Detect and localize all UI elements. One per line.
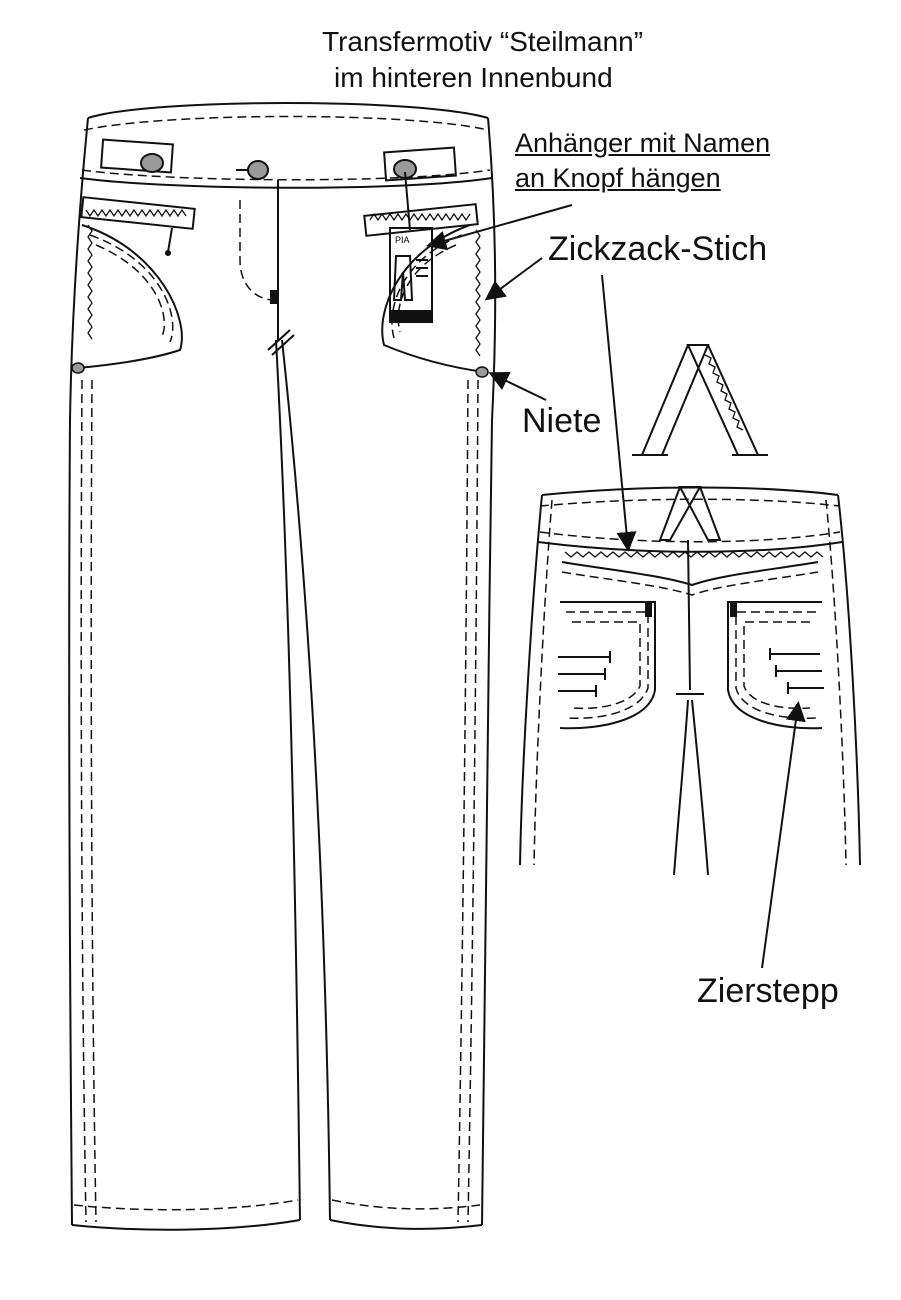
belt-loop-strip-right bbox=[686, 344, 760, 456]
back-right-inseam bbox=[691, 699, 709, 876]
front-crotch-mark-2 bbox=[271, 334, 295, 356]
hangtag-string bbox=[404, 171, 411, 231]
front-fly-bartack bbox=[270, 290, 278, 304]
back-right-pocket-bartack bbox=[730, 603, 737, 617]
zigzag-stitch-label: Zickzack-Stich bbox=[548, 230, 768, 268]
back-left-pocket-stitch-2 bbox=[571, 621, 641, 710]
back-waistband-stitch-2 bbox=[539, 531, 841, 543]
back-belt-loop bbox=[658, 486, 722, 541]
front-left-pocket-opening bbox=[77, 224, 183, 369]
title-line-1: Transfermotiv “Steilmann” bbox=[322, 26, 644, 57]
back-left-pocket bbox=[559, 601, 656, 730]
front-right-side-stitch bbox=[467, 379, 479, 1223]
front-left-hem bbox=[71, 1219, 301, 1231]
hangtag-footer-band bbox=[391, 310, 431, 321]
back-yoke-zigzag bbox=[564, 551, 824, 558]
front-left-outseam bbox=[68, 117, 89, 1226]
front-left-pocket-stitch-2 bbox=[95, 244, 166, 337]
hangtag-arrow bbox=[426, 204, 573, 251]
front-left-tab bbox=[100, 138, 174, 174]
back-waistband-top bbox=[541, 486, 839, 496]
back-left-pocket-bartack bbox=[645, 603, 652, 617]
back-left-outseam bbox=[519, 494, 543, 866]
front-left-side-stitch bbox=[80, 379, 87, 1223]
back-right-pocket-decor-stitches bbox=[769, 648, 824, 694]
back-right-outseam bbox=[837, 494, 861, 866]
back-yoke-stitch bbox=[561, 571, 819, 596]
front-right-zigzag-seam bbox=[475, 229, 481, 357]
back-view-trousers bbox=[519, 486, 861, 876]
front-right-side-stitch-2 bbox=[457, 379, 469, 1223]
front-left-pocket-stitch bbox=[89, 234, 174, 343]
front-left-hem-stitch bbox=[73, 1199, 299, 1211]
front-left-zip-pocket bbox=[80, 196, 196, 230]
back-right-pocket-stitch bbox=[735, 611, 817, 720]
back-waistband-bottom bbox=[537, 541, 843, 553]
decorative-topstitch-label: Zierstepp bbox=[697, 972, 839, 1010]
front-left-side-stitch-2 bbox=[90, 379, 97, 1223]
front-right-zip-pocket bbox=[363, 203, 479, 237]
title-line-2: im hinteren Innenbund bbox=[334, 62, 613, 93]
zigzag-arrow-back bbox=[601, 274, 637, 552]
front-waistband-top bbox=[87, 102, 489, 119]
front-left-inseam bbox=[275, 339, 301, 1221]
topstitch-arrow bbox=[761, 701, 806, 969]
front-right-zip-teeth bbox=[369, 212, 471, 222]
back-right-pocket-stitch-2 bbox=[743, 621, 811, 710]
front-right-rivet bbox=[475, 366, 489, 378]
back-center-seam bbox=[687, 539, 691, 691]
rivet-arrow bbox=[488, 371, 547, 401]
front-waistband-bottom bbox=[79, 177, 493, 189]
front-crotch-mark-1 bbox=[267, 329, 291, 351]
front-left-zip-teeth bbox=[85, 208, 187, 218]
front-right-tab bbox=[383, 146, 457, 182]
front-left-zip-pull-end bbox=[165, 250, 171, 256]
belt-loop-detail bbox=[632, 344, 768, 456]
belt-loop-zigzag bbox=[704, 354, 744, 431]
back-yoke-seam bbox=[561, 561, 819, 587]
front-left-zigzag-seam bbox=[87, 224, 93, 340]
hangtag-card bbox=[389, 227, 433, 323]
front-center-button bbox=[247, 160, 269, 180]
front-right-hem bbox=[329, 1219, 483, 1230]
back-right-pocket bbox=[727, 601, 823, 730]
zigzag-arrow-front bbox=[484, 257, 543, 301]
belt-loop-strip-left bbox=[640, 344, 710, 456]
front-left-tab-button bbox=[140, 153, 164, 173]
front-right-outseam bbox=[481, 117, 497, 1226]
back-left-pocket-stitch bbox=[565, 611, 649, 720]
back-waistband-stitch bbox=[539, 498, 841, 507]
annotation-arrows bbox=[426, 204, 806, 969]
front-left-zip-pull bbox=[167, 227, 173, 253]
front-waistband-stitch-2 bbox=[81, 169, 491, 181]
back-left-pocket-decor-stitches bbox=[558, 651, 611, 697]
front-view-trousers: PIA bbox=[68, 102, 497, 1231]
hangtag-trouser-pictogram bbox=[392, 255, 414, 301]
hangtag-note-line-2: an Knopf hängen bbox=[515, 163, 721, 193]
front-right-inseam bbox=[281, 339, 331, 1221]
rivet-label: Niete bbox=[522, 402, 602, 440]
front-waistband-stitch bbox=[83, 115, 489, 131]
hangtag-brand-text: PIA bbox=[395, 235, 410, 245]
front-right-pocket-stitch-2 bbox=[397, 244, 457, 333]
front-right-pocket-opening bbox=[381, 224, 485, 373]
front-right-hem-stitch bbox=[331, 1199, 481, 1210]
back-left-inseam bbox=[673, 699, 689, 876]
back-right-side-stitch bbox=[825, 499, 847, 866]
front-left-rivet bbox=[71, 362, 85, 374]
front-fly-stitch bbox=[239, 200, 276, 301]
hangtag-note-line-1: Anhänger mit Namen bbox=[515, 128, 771, 158]
back-left-side-stitch bbox=[533, 499, 553, 866]
